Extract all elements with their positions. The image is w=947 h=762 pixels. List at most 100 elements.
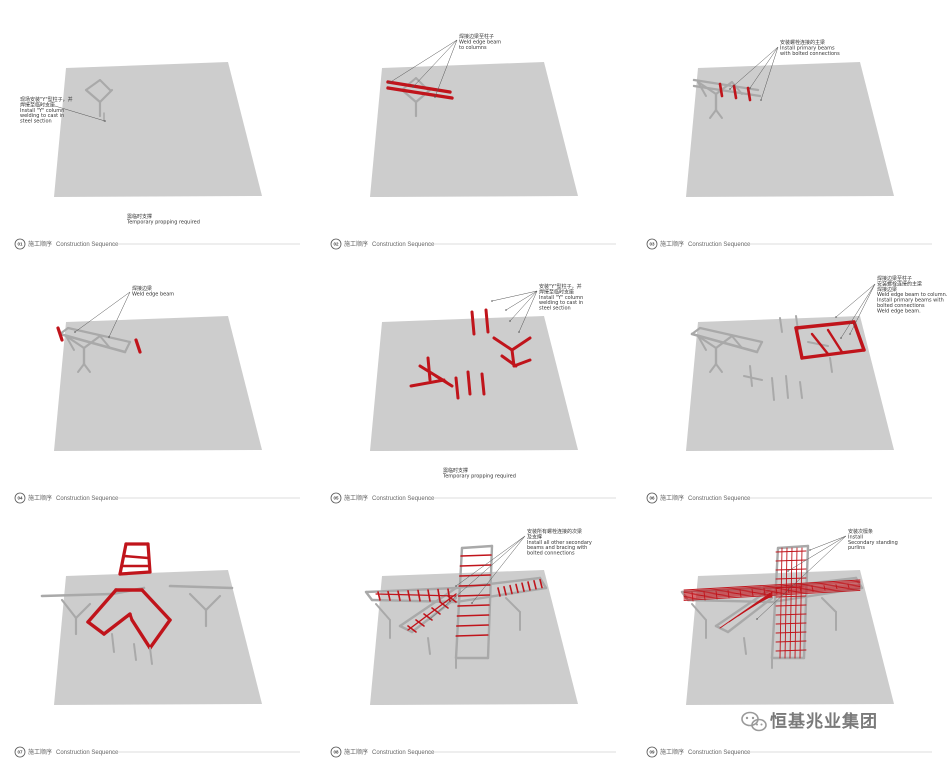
existing-member: [743, 375, 763, 381]
leader-line: [840, 283, 876, 339]
leader-dot: [840, 337, 842, 339]
leader-dot: [429, 618, 431, 620]
existing-member: [99, 79, 111, 91]
new-member: [480, 372, 486, 396]
new-member: [387, 590, 391, 601]
new-member: [512, 358, 532, 368]
annotation-line: bolted connections: [527, 551, 575, 557]
existing-member: [726, 596, 774, 634]
leader-dot: [505, 309, 507, 311]
new-member: [683, 583, 861, 595]
existing-member: [807, 341, 829, 347]
new-member: [415, 619, 425, 627]
existing-member: [60, 598, 78, 620]
existing-member: [460, 544, 494, 550]
existing-member: [731, 335, 743, 349]
new-member: [683, 586, 861, 597]
leader-line: [760, 46, 779, 101]
leader-line: [412, 39, 458, 88]
new-member: [118, 570, 152, 576]
step-number: 08: [333, 750, 339, 755]
existing-member: [829, 357, 833, 373]
new-member: [431, 607, 441, 615]
existing-member: [58, 332, 127, 354]
annotation-line: welding to cast in: [539, 300, 583, 306]
new-member: [683, 579, 861, 591]
leader-dot: [388, 82, 390, 84]
ground-plane: [370, 316, 578, 451]
caption-zh: 施工顺序: [28, 494, 52, 502]
new-member: [455, 634, 489, 637]
caption-zh: 施工顺序: [660, 494, 684, 502]
annotation-line: Install primary beams: [780, 45, 835, 51]
new-member: [377, 591, 381, 601]
annotation-line: Weld edge beam: [132, 291, 174, 297]
existing-member: [398, 624, 414, 634]
caption-zh: 施工顺序: [28, 748, 52, 756]
new-member: [703, 590, 706, 601]
existing-member: [776, 544, 810, 550]
new-member: [823, 584, 826, 591]
new-member: [456, 624, 489, 627]
existing-member: [98, 88, 114, 104]
annotation-line: Weld edge beam.: [877, 308, 921, 314]
existing-member: [785, 375, 789, 399]
new-member: [794, 326, 804, 360]
annotation-line: 焊接至临时支座: [539, 288, 574, 295]
new-member: [86, 620, 106, 636]
wechat-icon: [741, 711, 767, 732]
existing-member: [66, 326, 132, 344]
caption-en: Construction Sequence: [56, 750, 119, 756]
existing-member: [505, 597, 521, 613]
new-member: [775, 550, 807, 553]
ground-plane: [54, 62, 262, 197]
annotation-line: with bolted connections: [780, 51, 840, 57]
new-member: [118, 542, 128, 576]
leader-line: [471, 535, 526, 604]
annotation-line: Install "Y" column: [539, 295, 583, 301]
new-member: [810, 332, 830, 356]
new-member: [457, 594, 491, 597]
leader-line: [429, 535, 526, 620]
new-member: [459, 564, 492, 567]
new-member: [466, 370, 472, 396]
existing-member: [715, 109, 723, 119]
new-member: [456, 614, 490, 617]
existing-member: [690, 332, 759, 354]
annotation-line: Install: [848, 534, 863, 540]
existing-member: [709, 109, 717, 119]
ground-plane: [686, 62, 894, 197]
new-member: [794, 547, 798, 659]
step-number-badge: [646, 746, 658, 758]
existing-member: [779, 317, 783, 333]
existing-member: [802, 544, 810, 660]
leader-line: [756, 535, 847, 620]
new-member: [134, 338, 142, 354]
new-member: [459, 574, 491, 577]
annotation-line: Secondary standing: [848, 540, 898, 546]
leader-dot: [756, 618, 758, 620]
new-member: [375, 593, 457, 597]
new-member: [510, 336, 532, 352]
annotation-line: beams and bracing with: [527, 545, 587, 551]
new-member: [397, 590, 401, 602]
step-number-badge: [14, 746, 26, 758]
step-number: 07: [17, 750, 23, 755]
step-number-badge: [646, 238, 658, 250]
caption-en: Construction Sequence: [372, 750, 435, 756]
new-member: [454, 376, 460, 400]
step-number-badge: [330, 746, 342, 758]
caption-en: Construction Sequence: [56, 496, 119, 502]
leader-line: [434, 39, 458, 98]
step-number-badge: [330, 492, 342, 504]
existing-member: [714, 624, 730, 634]
new-member: [492, 336, 514, 352]
new-member: [509, 584, 513, 595]
watermark: 恒基兆业集团: [741, 711, 877, 732]
new-member: [732, 84, 738, 100]
